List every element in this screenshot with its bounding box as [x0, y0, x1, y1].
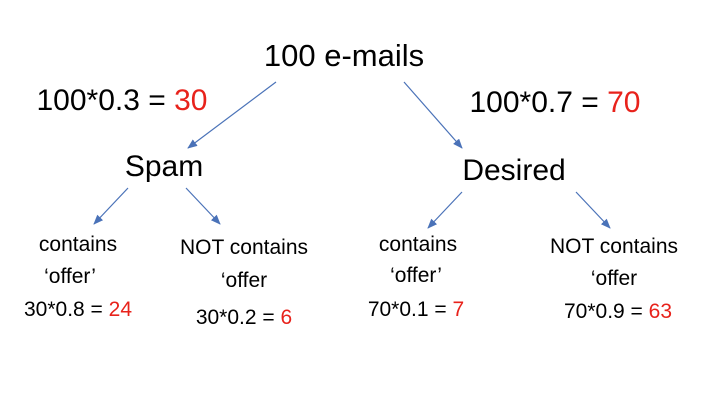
leaf-desired-contains-formula-text: 70*0.1 = — [367, 298, 453, 321]
leaf-spam-contains-line1: contains — [38, 233, 118, 256]
spam-node-label: Spam — [124, 150, 204, 183]
leaf-spam-contains-result: 24 — [108, 298, 133, 321]
leaf-desired-contains-line1: contains — [378, 233, 458, 256]
leaf-spam-not-contains-result: 6 — [280, 306, 293, 329]
leaf-spam-contains-line2: ‘offer’ — [44, 265, 96, 288]
leaf-desired-contains-result: 7 — [452, 298, 465, 321]
desired-node-label: Desired — [462, 154, 566, 187]
desired-branch-result: 70 — [607, 86, 641, 119]
leaf-desired-contains-formula: 70*0.1 = 7 — [368, 299, 464, 320]
arrow-desired-to-contains — [427, 191, 463, 229]
spam-branch-formula-text: 100*0.3 = — [36, 84, 175, 117]
arrow-spam-to-not-contains — [185, 187, 221, 225]
arrow-spam-to-contains — [93, 187, 129, 225]
leaf-spam-not-contains-formula-text: 30*0.2 = — [195, 306, 281, 329]
leaf-desired-contains-line2: ‘offer’ — [390, 264, 442, 287]
leaf-desired-not-contains-formula: 70*0.9 = 63 — [564, 301, 672, 322]
spam-branch-result: 30 — [174, 84, 208, 117]
leaf-spam-contains-formula: 30*0.8 = 24 — [24, 299, 132, 320]
desired-branch-formula: 100*0.7 = 70 — [470, 88, 641, 118]
leaf-desired-not-contains-formula-text: 70*0.9 = — [563, 300, 649, 323]
arrow-desired-to-not-contains — [575, 191, 611, 229]
leaf-spam-not-contains-formula: 30*0.2 = 6 — [196, 307, 292, 328]
leaf-spam-not-contains-line2: ‘offer — [220, 269, 268, 292]
leaf-desired-not-contains-line1: NOT contains — [550, 235, 678, 258]
leaf-spam-contains-formula-text: 30*0.8 = — [23, 298, 109, 321]
arrow-root-to-spam — [187, 81, 277, 149]
spam-branch-formula: 100*0.3 = 30 — [37, 86, 208, 116]
root-node-label: 100 e-mails — [263, 38, 425, 73]
leaf-desired-not-contains-result: 63 — [648, 300, 673, 323]
arrow-root-to-desired — [403, 81, 463, 149]
desired-branch-formula-text: 100*0.7 = — [469, 86, 608, 119]
leaf-desired-not-contains-line2: ‘offer — [590, 267, 638, 290]
leaf-spam-not-contains-line1: NOT contains — [180, 236, 308, 259]
